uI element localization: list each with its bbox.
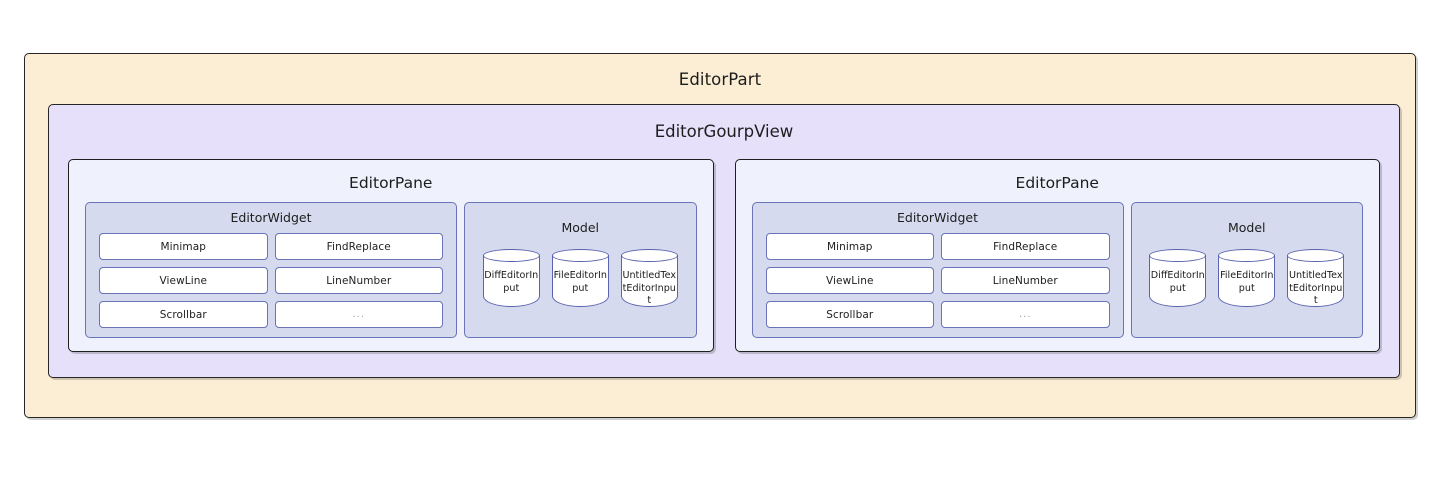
editor-widget-panel: EditorWidget Minimap FindReplace ViewLin… bbox=[751, 202, 1124, 338]
cylinder-body-icon bbox=[482, 255, 540, 307]
cylinder-body-icon bbox=[1218, 255, 1276, 307]
editor-pane-body: EditorWidget Minimap FindReplace ViewLin… bbox=[85, 202, 697, 338]
model-store-list: DiffEditorInput FileEditorInput Untitled bbox=[1132, 249, 1363, 313]
editor-pane-title: EditorPane bbox=[349, 174, 433, 192]
cylinder-top-icon bbox=[1287, 249, 1345, 262]
model-store-label: DiffEditorInput bbox=[484, 270, 539, 294]
model-store-untitledtexteditorinput: UntitledTextEditorInput bbox=[620, 249, 678, 313]
editor-widget-item-more: ... bbox=[274, 301, 443, 328]
editor-widget-title: EditorWidget bbox=[230, 210, 312, 225]
editor-part-title: EditorPart bbox=[678, 70, 762, 89]
editor-group-view-title: EditorGourpView bbox=[654, 122, 794, 141]
cylinder-body-icon bbox=[1287, 255, 1345, 307]
model-store-label: FileEditorInput bbox=[1220, 270, 1274, 294]
editor-widget-item-minimap: Minimap bbox=[99, 233, 268, 260]
cylinder-body-icon bbox=[551, 255, 609, 307]
model-panel: Model DiffEditorInput FileEditorInput bbox=[464, 202, 697, 338]
editor-widget-item-more: ... bbox=[941, 301, 1110, 328]
model-store-label: UntitledTextEditorInput bbox=[622, 270, 677, 304]
model-store-untitledtexteditorinput: UntitledTextEditorInput bbox=[1287, 249, 1345, 313]
editor-group-view-container: EditorGourpView EditorPane EditorWidget … bbox=[48, 104, 1400, 378]
editor-pane-title: EditorPane bbox=[1015, 174, 1099, 192]
model-store-diffeditorinput: DiffEditorInput bbox=[482, 249, 540, 313]
model-panel-title: Model bbox=[561, 220, 600, 235]
model-store-label: UntitledTextEditorInput bbox=[1288, 270, 1343, 304]
editor-widget-item-scrollbar: Scrollbar bbox=[765, 301, 934, 328]
editor-widget-item-minimap: Minimap bbox=[765, 233, 934, 260]
editor-widget-item-linenumber: LineNumber bbox=[274, 267, 443, 294]
editor-widget-item-scrollbar: Scrollbar bbox=[99, 301, 268, 328]
editor-part-container: EditorPart EditorGourpView EditorPane Ed… bbox=[24, 53, 1416, 418]
editor-pane: EditorPane EditorWidget Minimap FindRepl… bbox=[734, 159, 1380, 352]
model-store-label: DiffEditorInput bbox=[1150, 270, 1205, 294]
cylinder-top-icon bbox=[482, 249, 540, 262]
cylinder-top-icon bbox=[1149, 249, 1207, 262]
cylinder-body-icon bbox=[1149, 255, 1207, 307]
editor-widget-item-grid: Minimap FindReplace ViewLine LineNumber … bbox=[99, 233, 443, 328]
editor-widget-item-findreplace: FindReplace bbox=[274, 233, 443, 260]
model-store-list: DiffEditorInput FileEditorInput Untitled bbox=[465, 249, 696, 313]
editor-pane: EditorPane EditorWidget Minimap FindRepl… bbox=[68, 159, 714, 352]
model-panel: Model DiffEditorInput FileEditorInput bbox=[1130, 202, 1363, 338]
editor-widget-item-viewline: ViewLine bbox=[99, 267, 268, 294]
cylinder-body-icon bbox=[620, 255, 678, 307]
editor-widget-item-viewline: ViewLine bbox=[765, 267, 934, 294]
model-store-label: FileEditorInput bbox=[553, 270, 607, 294]
cylinder-top-icon bbox=[620, 249, 678, 262]
model-panel-title: Model bbox=[1227, 220, 1266, 235]
model-store-diffeditorinput: DiffEditorInput bbox=[1149, 249, 1207, 313]
cylinder-top-icon bbox=[1218, 249, 1276, 262]
editor-widget-item-grid: Minimap FindReplace ViewLine LineNumber … bbox=[765, 233, 1110, 328]
model-store-fileeditorinput: FileEditorInput bbox=[1218, 249, 1276, 313]
editor-widget-title: EditorWidget bbox=[896, 210, 978, 225]
editor-widget-item-linenumber: LineNumber bbox=[941, 267, 1110, 294]
editor-widget-item-findreplace: FindReplace bbox=[941, 233, 1110, 260]
editor-pane-body: EditorWidget Minimap FindReplace ViewLin… bbox=[751, 202, 1363, 338]
editor-widget-panel: EditorWidget Minimap FindReplace ViewLin… bbox=[85, 202, 457, 338]
cylinder-top-icon bbox=[551, 249, 609, 262]
model-store-fileeditorinput: FileEditorInput bbox=[551, 249, 609, 313]
editor-pane-list: EditorPane EditorWidget Minimap FindRepl… bbox=[68, 159, 1380, 352]
